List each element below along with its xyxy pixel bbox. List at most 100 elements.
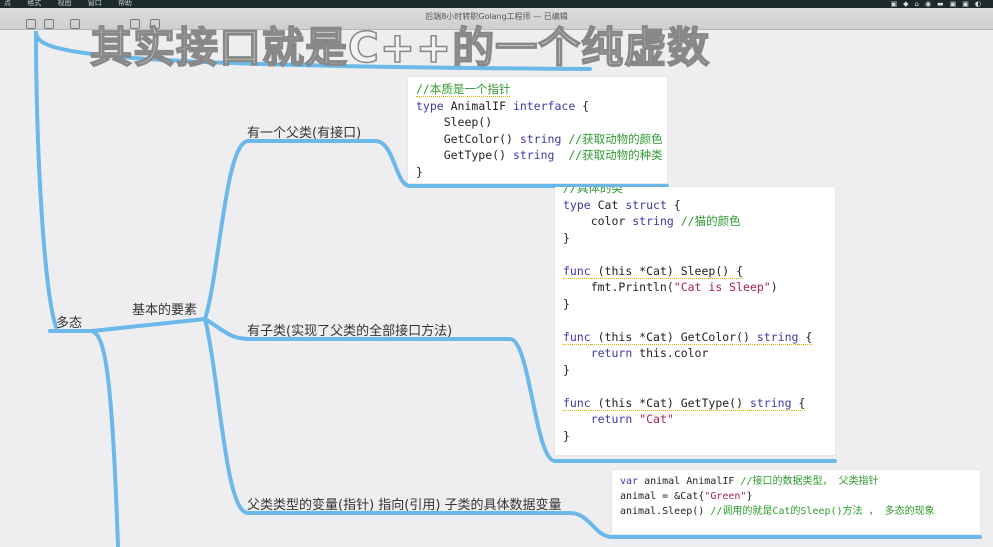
code-line: var animal AnimalIF //接口的数据类型， 父类指针	[620, 474, 972, 489]
node-root[interactable]: 多态	[56, 316, 83, 331]
code-token: animal.Sleep()	[620, 506, 711, 517]
code-token: fmt.Println(	[563, 280, 674, 294]
code-token: }	[563, 362, 570, 377]
code-line: type Cat struct {	[563, 197, 827, 214]
code-token: string	[519, 131, 562, 146]
code-line: func (this *Cat) Sleep() {	[563, 263, 827, 280]
code-token: func	[563, 329, 591, 345]
code-line: GetType() string //获取动物的种类	[416, 147, 663, 164]
code-token: animal = &Cat{	[620, 491, 705, 502]
code-line: }	[416, 164, 659, 181]
menu-item[interactable]: 格式	[27, 0, 42, 7]
code-line: return this.color	[563, 345, 827, 362]
code-token: string	[632, 214, 674, 228]
code-token: }	[563, 230, 570, 245]
code-token: interface	[512, 98, 576, 113]
menu-item[interactable]: 帮助	[117, 0, 132, 7]
code-line: func (this *Cat) GetType() string {	[563, 395, 827, 412]
code-line	[563, 378, 827, 395]
back-icon[interactable]	[26, 19, 36, 29]
branch-top-left	[34, 31, 58, 329]
menu-bar: 点 格式 视图 窗口 帮助 ▣◆⌂◉▬▣▣◐	[0, 0, 993, 8]
code-token: color	[563, 214, 633, 228]
code-line: }	[563, 230, 827, 247]
format-icon[interactable]	[150, 19, 160, 29]
code-token: "Cat is Sleep"	[673, 280, 771, 294]
code-token: {	[575, 98, 590, 113]
code-token: animal AnimalIF	[638, 476, 741, 487]
code-token: AnimalIF	[450, 98, 513, 113]
code-line: //本质是一个指针	[416, 81, 659, 98]
code-line	[563, 312, 827, 329]
node-parent-class[interactable]: 有一个父类(有接口)	[247, 126, 362, 141]
code-token: GetType()	[416, 148, 513, 162]
code-token: return	[590, 412, 633, 426]
code-token: //接口的数据类型， 父类指针	[740, 476, 879, 487]
code-token: type	[563, 197, 598, 212]
code-line: GetColor() string //获取动物的颜色	[416, 131, 663, 148]
code-line: animal.Sleep() //调用的就是Cat的Sleep()方法 ， 多态…	[620, 504, 972, 519]
code-line: Sleep()	[416, 114, 659, 131]
code-token: string	[756, 329, 799, 345]
code-token: //猫的颜色	[673, 214, 741, 228]
code-token: //具体的类	[563, 187, 623, 195]
video-subtitle: 其实接口就是C++的一个纯虚数	[89, 22, 711, 73]
code-token: string	[749, 395, 792, 411]
code-token: this.color	[632, 346, 709, 360]
mindmap-branches	[34, 31, 982, 547]
status-icons: ▣◆⌂◉▬▣▣◐	[890, 0, 987, 8]
node-pointer[interactable]: 父类类型的变量(指针) 指向(引用) 子类的具体数据变量	[247, 498, 562, 513]
code-token: {	[791, 395, 806, 411]
image-icon[interactable]	[70, 19, 80, 29]
mindmap-canvas: 多态 基本的要素 有一个父类(有接口) 有子类(实现了父类的全部接口方法) 父类…	[0, 31, 993, 547]
branch-child	[203, 317, 837, 463]
code-token: func	[563, 395, 591, 411]
code-token: return	[590, 346, 633, 360]
code-token: }	[563, 428, 570, 443]
code-token: GetColor()	[416, 131, 520, 146]
code-token: (this *Cat) GetColor()	[590, 329, 757, 345]
code-token: //获取动物的种类	[554, 148, 663, 162]
branch-pointer	[203, 317, 982, 539]
code-line: fmt.Println("Cat is Sleep")	[563, 279, 827, 296]
menu-item[interactable]: 视图	[57, 0, 72, 7]
code-token: //本质是一个指针	[416, 82, 511, 97]
code-line: //具体的类	[563, 187, 827, 197]
code-token: Sleep()	[416, 115, 493, 129]
code-line: return "Cat"	[563, 411, 827, 428]
code-token: //调用的就是Cat的Sleep()方法 ， 多态的现象	[710, 506, 935, 517]
node-child-class[interactable]: 有子类(实现了父类的全部接口方法)	[247, 324, 453, 339]
code-token: }	[563, 296, 570, 311]
code-token	[563, 412, 591, 426]
code-line: }	[563, 428, 827, 445]
menu-item[interactable]: 点	[4, 0, 11, 7]
code-token: //获取动物的颜色	[561, 131, 663, 146]
code-token: Cat	[597, 197, 626, 212]
menu-item[interactable]: 窗口	[87, 0, 102, 7]
branch-parent	[203, 139, 669, 321]
branch-top	[34, 31, 592, 71]
code-token: }	[416, 164, 423, 179]
code-token: struct	[625, 197, 667, 212]
code-token: "Green"	[704, 491, 747, 502]
code-token: (this *Cat) Sleep() {	[590, 263, 744, 279]
code-line	[563, 246, 827, 263]
code-line: color string //猫的颜色	[563, 213, 827, 230]
cat-struct-code-block[interactable]: //具体的类 type Cat struct { color string //猫…	[555, 187, 835, 455]
document-icon[interactable]	[44, 19, 54, 29]
code-line: }	[563, 362, 827, 379]
code-token: )	[770, 280, 778, 294]
window-title: 后端8小时转职Golang工程师 — 已编辑	[425, 12, 568, 21]
code-line: }	[563, 296, 827, 313]
code-token: type	[416, 98, 451, 113]
code-token: }	[746, 491, 753, 502]
add-node-icon[interactable]	[130, 19, 140, 29]
toolbar: 后端8小时转职Golang工程师 — 已编辑	[0, 8, 993, 30]
code-token: {	[666, 197, 681, 212]
branch-basic	[90, 317, 207, 333]
code-token: {	[798, 329, 813, 345]
node-basic-elements[interactable]: 基本的要素	[132, 303, 198, 318]
branch-root	[48, 329, 120, 547]
